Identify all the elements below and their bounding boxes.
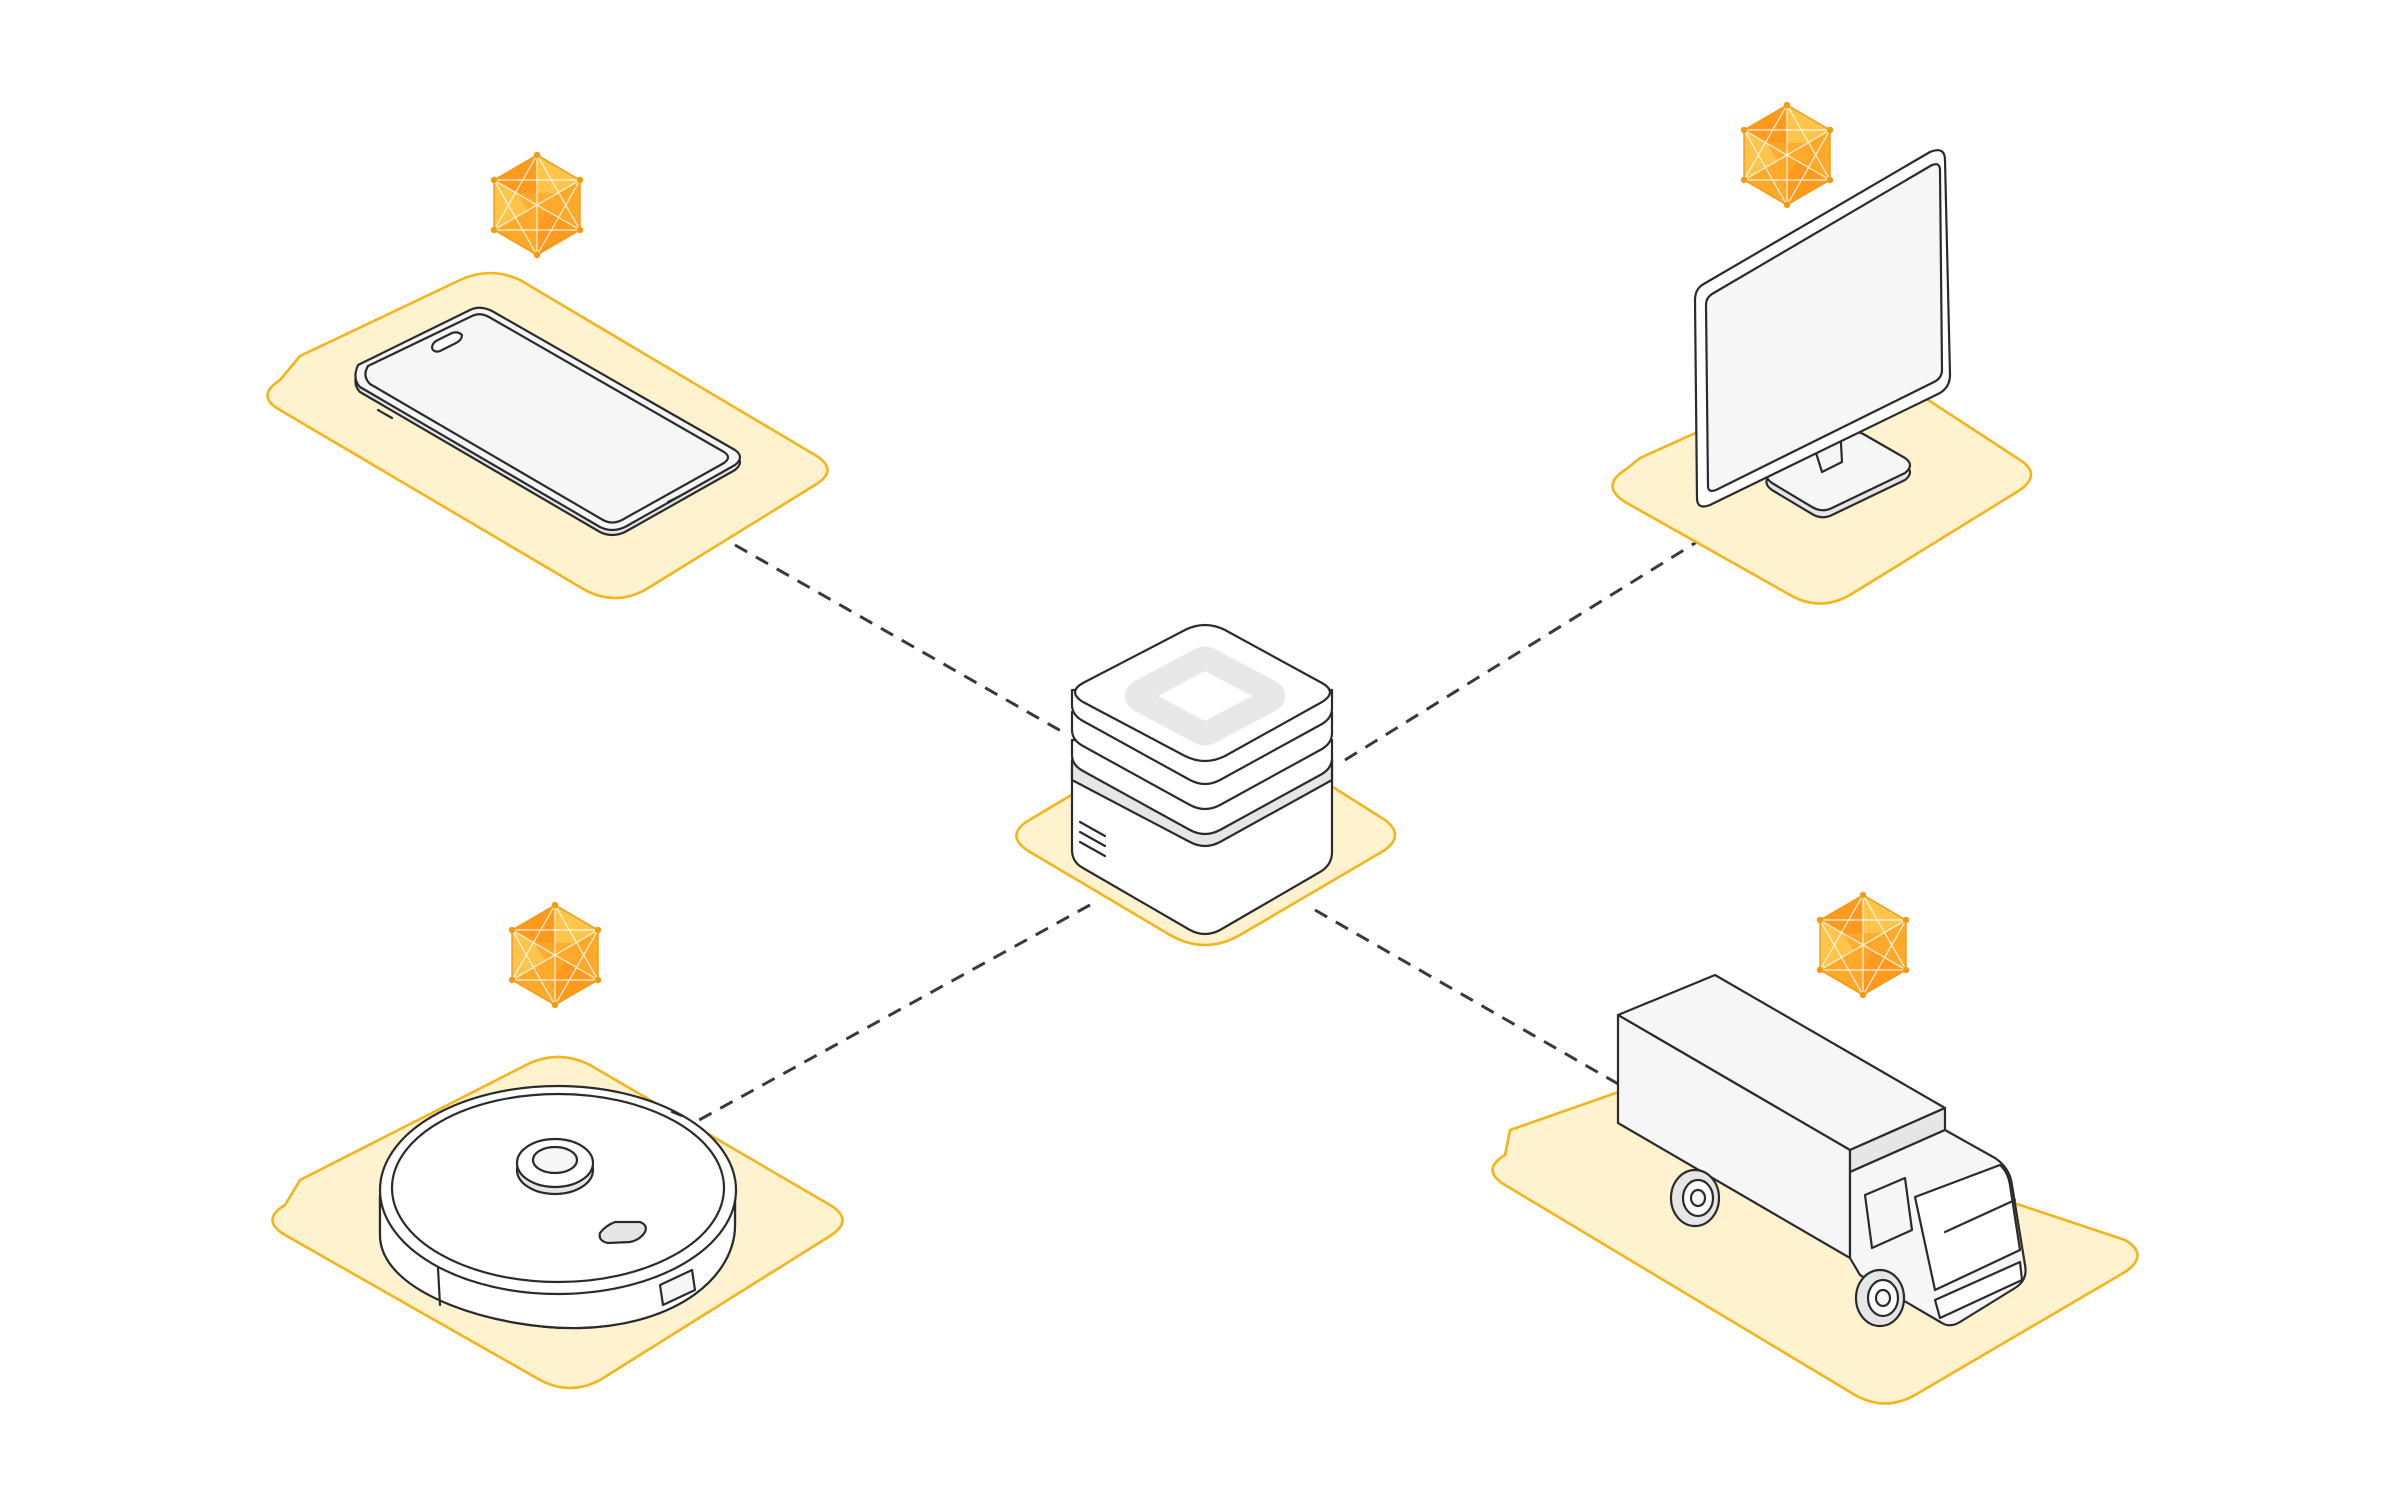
monitor-icon [1693,149,1952,519]
hexagon-node-icon-smartphone [490,151,584,259]
connector-monitor [1344,538,1701,762]
connector-truck [1314,908,1621,1087]
truck-icon [1616,973,2027,1328]
robot-vacuum-icon [378,1084,738,1330]
connector-vacuum [689,903,1091,1127]
server-stack-icon [1070,623,1334,936]
hexagon-node-icon-vacuum [508,901,602,1009]
connectors [689,538,1701,1127]
connector-smartphone [734,543,1069,737]
hexagon-node-icon-truck [1816,891,1910,999]
hexagon-node-icon-monitor [1740,101,1834,209]
smartphone-icon [354,306,742,537]
